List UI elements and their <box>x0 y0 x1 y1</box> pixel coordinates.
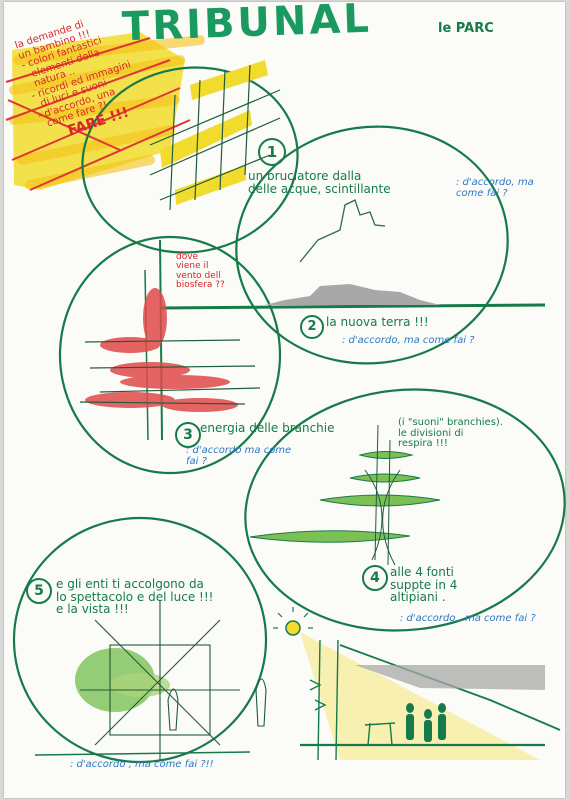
panel-5-sketch <box>34 600 267 760</box>
panel-4-text: alle 4 fonti suppte in 4 altipiani . <box>390 565 458 605</box>
sheet-title-tag: le PARC <box>438 21 494 36</box>
panel-number-2: 2 <box>300 315 324 339</box>
panel-1-text: un bruciatore dalla delle acque, scintil… <box>248 169 391 196</box>
bottom-right-scene <box>273 607 561 761</box>
panel-3-reply: : d'accordo ma come fai ? <box>186 445 292 467</box>
panel-3-sketch <box>79 239 261 441</box>
panel-2-sketch <box>159 199 546 310</box>
circle-panel-5 <box>12 516 268 764</box>
panel-5-reply: : d'accordo , ma come fai ?!! <box>70 759 214 770</box>
panel-3-text-extra: (i "suoni" branchies). le divisioni di r… <box>398 417 503 449</box>
panel-2-reply: : d'accordo, ma come fai ? <box>342 335 475 346</box>
panel-3-red-note: dove viene il vento dell biosfera ?? <box>176 252 225 291</box>
panel-4-sketch <box>249 424 441 566</box>
panel-1-sketch <box>149 60 281 211</box>
panel-1-reply: : d'accordo, ma come fai ? <box>456 177 534 199</box>
sheet-title: TRIBUNAL <box>121 0 373 51</box>
sun-icon <box>285 620 301 636</box>
circle-panel-1 <box>81 66 299 254</box>
corner-red-strikes <box>5 37 191 191</box>
circle-panel-4 <box>244 388 566 632</box>
panel-3-text: energia delle branchie <box>200 421 335 435</box>
panel-4-reply: : d'accordo , ma come fai ? <box>400 613 536 624</box>
panel-number-1: 1 <box>258 138 286 166</box>
panel-number-4: 4 <box>362 565 388 591</box>
circle-panel-2 <box>235 125 509 365</box>
panel-circles <box>12 66 566 764</box>
panel-5-text: e gli enti ti accolgono da lo spettacolo… <box>56 577 214 617</box>
circle-panel-3 <box>58 235 282 475</box>
panel-number-3: 3 <box>175 422 201 448</box>
panel-2-text: la nuova terra !!! <box>326 315 429 329</box>
panel-number-5: 5 <box>26 578 52 604</box>
